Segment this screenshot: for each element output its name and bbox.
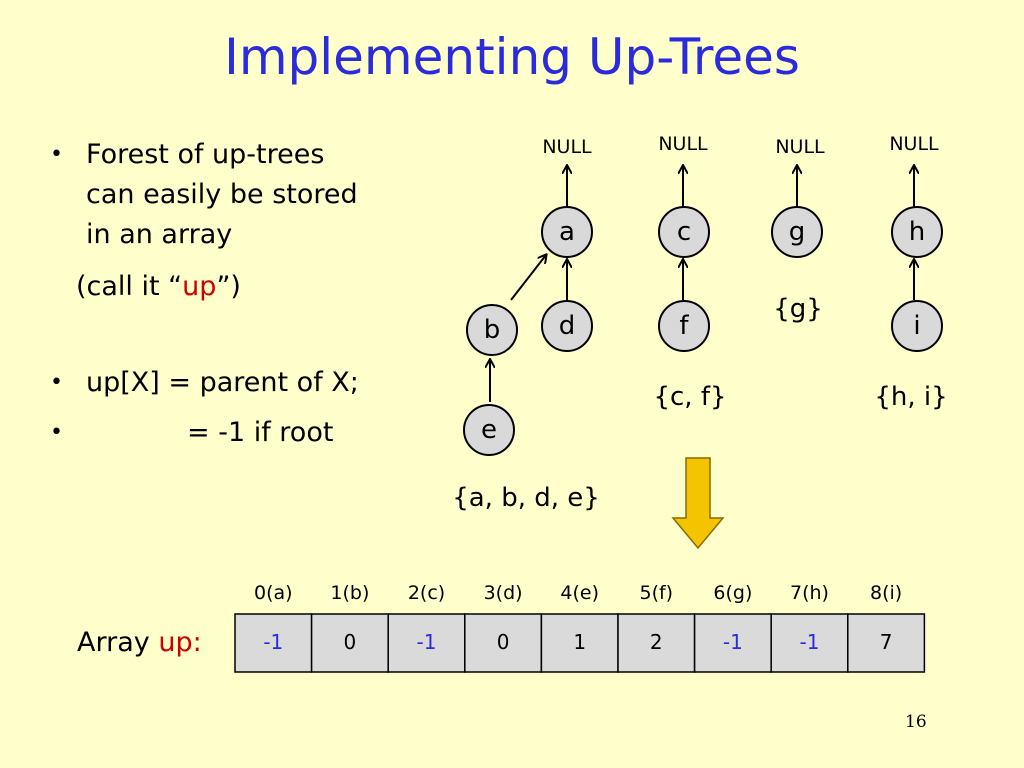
node-c: c: [658, 206, 710, 258]
array-cell-value: -1: [723, 630, 743, 654]
node-h: h: [891, 206, 943, 258]
array-index-label: 4(e): [560, 582, 599, 604]
array-cells: -1 0 -1 0 1 2 -1 -1 7: [234, 613, 926, 673]
down-arrow-icon: [671, 457, 725, 550]
edge-b-a: [510, 255, 546, 301]
array-cell-value: 1: [573, 630, 586, 654]
svg-text:g: g: [789, 217, 806, 247]
set-label-hi: {h, i}: [874, 382, 947, 412]
node-f: f: [658, 300, 710, 352]
page-number: 16: [905, 712, 927, 732]
array-cell: 0: [464, 613, 543, 673]
array-cell-value: -1: [263, 630, 283, 654]
node-d: d: [541, 300, 593, 352]
bullet-1-line-3: in an array: [86, 219, 233, 250]
svg-text:a: a: [559, 217, 575, 247]
array-label: Array up:: [77, 627, 202, 658]
array-name: up:: [158, 627, 202, 658]
set-label-cf: {c, f}: [653, 382, 726, 412]
array-cell-value: 2: [650, 630, 663, 654]
node-e: e: [463, 404, 515, 456]
array-label-text: Array: [77, 627, 150, 658]
array-index-label: 5(f): [639, 582, 673, 604]
array-index-label: 0(a): [254, 582, 293, 604]
bullet-1-line-1: Forest of up-trees: [86, 139, 325, 170]
array-cell: -1: [234, 613, 313, 673]
array-cell-value: 0: [497, 630, 510, 654]
array-index-label: 1(b): [330, 582, 369, 604]
slide-title: Implementing Up-Trees: [224, 28, 800, 86]
set-label-g: {g}: [773, 294, 823, 324]
null-label-g: NULL: [775, 136, 825, 158]
array-cell: -1: [387, 613, 466, 673]
array-cell: -1: [693, 613, 772, 673]
array-index-row: 0(a) 1(b) 2(c) 3(d) 4(e) 5(f) 6(g) 7(h) 8(i): [254, 582, 902, 604]
bullet-1-sub-emphasis: up: [182, 271, 217, 302]
node-g: g: [771, 206, 823, 258]
svg-text:d: d: [559, 311, 576, 341]
node-i: i: [891, 300, 943, 352]
null-label-c: NULL: [658, 133, 708, 155]
array-index-label: 2(c): [408, 582, 445, 604]
svg-text:f: f: [679, 311, 689, 341]
svg-text:b: b: [484, 315, 501, 345]
node-a: a: [541, 206, 593, 258]
array-index-label: 3(d): [484, 582, 523, 604]
array-cell: 1: [540, 613, 619, 673]
bullet-1-line-2: can easily be stored: [86, 179, 358, 210]
bullet-dot: •: [50, 420, 63, 445]
array-index-label: 6(g): [713, 582, 752, 604]
set-label-abde: {a, b, d, e}: [452, 483, 600, 513]
array-cell: 0: [310, 613, 389, 673]
svg-text:c: c: [677, 217, 691, 247]
array-cell: 7: [847, 613, 926, 673]
bullet-1-sub-post: ”): [216, 271, 241, 302]
bullet-3-text: = -1 if root: [187, 417, 334, 448]
svg-text:h: h: [909, 217, 925, 247]
bullet-1-sub-pre: (call it “: [76, 271, 183, 302]
node-b: b: [466, 304, 518, 356]
array-cell-value: -1: [800, 630, 820, 654]
bullet-dot: •: [50, 370, 63, 395]
array-index-label: 7(h): [790, 582, 829, 604]
array-cell-value: 7: [880, 630, 893, 654]
svg-text:e: e: [481, 415, 497, 445]
bullet-dot: •: [50, 142, 63, 167]
svg-text:i: i: [913, 311, 920, 341]
array-cell-value: -1: [417, 630, 437, 654]
array-cell-value: 0: [344, 630, 357, 654]
array-cell: -1: [770, 613, 849, 673]
null-label-a: NULL: [542, 136, 592, 158]
array-cell: 2: [617, 613, 696, 673]
null-label-h: NULL: [889, 133, 939, 155]
bullet-2-text: up[X] = parent of X;: [86, 367, 359, 398]
array-index-label: 8(i): [870, 582, 902, 604]
